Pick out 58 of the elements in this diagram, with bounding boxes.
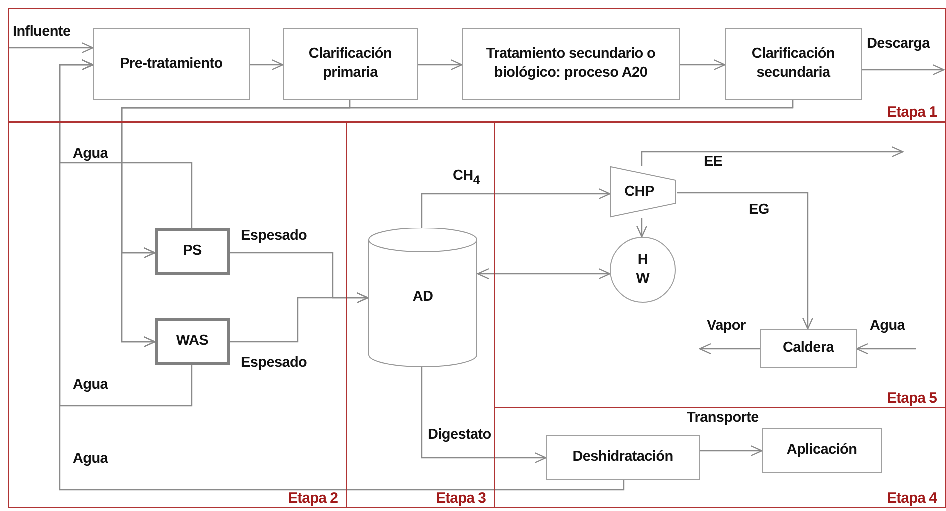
box-label: WAS	[176, 332, 209, 351]
edge-label: Agua	[869, 318, 906, 334]
stage-label: Etapa 2	[288, 490, 338, 507]
arrow	[250, 59, 284, 71]
edge-label: Agua	[72, 146, 110, 162]
process-box	[762, 428, 882, 473]
box-label: Clarificación secundaria	[750, 45, 836, 83]
stage-label: Etapa 5	[887, 390, 937, 407]
stage-label: Etapa 1	[887, 104, 937, 121]
box-label: H W	[636, 251, 650, 289]
edge-label: Digestato	[427, 427, 492, 443]
arrow	[862, 64, 945, 76]
sludge-box	[155, 228, 230, 275]
box-label: Aplicación	[786, 441, 858, 460]
box-label: Pre-tratamiento	[120, 54, 223, 74]
box-label: PS	[183, 242, 202, 261]
edge-label: Vapor	[706, 318, 747, 334]
process-box	[283, 28, 418, 100]
stage-band	[494, 407, 946, 508]
box-label: Caldera	[782, 339, 834, 358]
edge-label: Espesado	[240, 355, 308, 371]
box-label: CHP	[624, 182, 654, 202]
arrow	[59, 59, 625, 491]
box-label: Clarificación primaria	[308, 45, 394, 83]
process-box	[546, 435, 700, 480]
edge-label: Descarga	[866, 36, 931, 52]
arrow	[636, 218, 648, 238]
arrow	[421, 367, 547, 464]
arrow	[677, 192, 814, 330]
stage-label: Etapa 3	[436, 490, 486, 507]
edge-label: Espesado	[240, 228, 308, 244]
box-label: Deshidratación	[572, 448, 674, 467]
arrow	[477, 268, 611, 280]
stage-band	[346, 122, 495, 508]
arrow	[700, 445, 763, 457]
process-box	[462, 28, 680, 100]
arrow	[121, 100, 794, 348]
process-box	[93, 28, 250, 100]
box-label: Tratamiento secundario o biológico: proceso A20	[485, 45, 657, 83]
edge-label: Transporte	[686, 410, 760, 426]
edge-label: Agua	[72, 451, 110, 467]
stage-band	[8, 8, 946, 122]
sludge-box	[155, 318, 230, 365]
arrow	[856, 343, 916, 355]
process-box	[760, 329, 857, 368]
arrow	[699, 343, 760, 355]
edge-label: Agua	[72, 377, 110, 393]
edge-label: CH$_{4}$	[452, 168, 481, 187]
stage-band	[8, 122, 347, 508]
arrow	[641, 146, 904, 166]
process-box	[725, 28, 862, 100]
arrow	[421, 188, 611, 228]
arrow	[8, 42, 94, 54]
arrow	[418, 59, 463, 71]
arrow	[230, 292, 369, 343]
stage-label: Etapa 4	[887, 490, 937, 507]
arrow	[680, 59, 726, 71]
box-label: AD	[412, 288, 434, 307]
